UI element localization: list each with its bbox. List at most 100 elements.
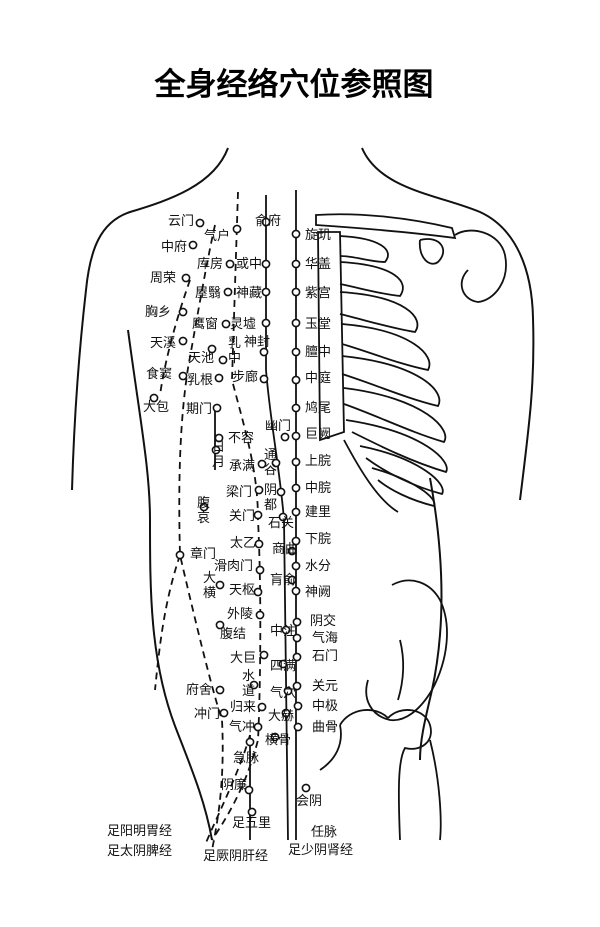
legend-stomach: 足阳明胃经	[107, 824, 172, 839]
acupoint-label-riyue: 日月	[212, 440, 225, 470]
acupoint-label-tianshu: 天枢	[229, 583, 255, 598]
acupoint-marker-riyue	[211, 445, 221, 455]
sacrum-curve	[397, 639, 405, 701]
left-flank-line	[127, 329, 213, 841]
acupoint-label-shencang: 神藏	[236, 286, 262, 301]
acupoint-marker-tianchi	[207, 344, 217, 354]
clavicle	[315, 213, 457, 240]
acupoint-label-liangmen: 梁门	[226, 485, 252, 500]
gallbladder-side-line	[154, 279, 191, 691]
acupoint-marker-guanyuan	[292, 681, 302, 691]
acupoint-marker-shidou	[178, 371, 188, 381]
acupoint-marker-zhangmen	[175, 550, 185, 560]
acupoint-label-zhongwan: 中脘	[305, 481, 331, 496]
femur-head	[387, 709, 432, 841]
left-neck-shoulder-line	[71, 147, 229, 491]
acupoint-label-juque: 巨阙	[305, 427, 331, 442]
acupoint-label-huiyin: 会阴	[296, 794, 322, 809]
acupoint-marker-shenfeng	[259, 347, 269, 357]
acupoint-marker-bulang	[259, 374, 269, 384]
acupoint-marker-qihai	[292, 633, 302, 643]
acupoint-label-dabao: 大包	[143, 400, 169, 415]
body-outline	[71, 147, 535, 841]
acupoint-marker-jiuwei	[291, 403, 301, 413]
acupoint-label-qugu: 曲骨	[312, 720, 338, 735]
acupoint-marker-taiyi	[254, 539, 264, 549]
femur-shaft	[429, 739, 442, 841]
acupoint-marker-zhongji	[293, 701, 303, 711]
acupoint-marker-qihu	[232, 224, 242, 234]
acupoint-marker-rugen	[214, 373, 224, 383]
acupoint-marker-siman	[278, 659, 288, 669]
acupoint-label-lingxu: 灵墟	[230, 317, 256, 332]
acupoint-label-daju: 大巨	[230, 651, 256, 666]
acupoint-marker-yinjiao	[292, 617, 302, 627]
acupoint-label-shidou: 食窦	[146, 366, 172, 382]
acupoint-marker-daju	[259, 650, 269, 660]
acupoint-label-shangwan: 上脘	[305, 454, 331, 469]
acupoint-label-taiyi: 太乙	[230, 536, 256, 551]
acupoint-label-yingchuang: 鹰窗	[192, 316, 218, 332]
meridian-legend: 足阳明胃经 足太阴脾经 足厥阴肝经 任脉 足少阴肾经	[107, 824, 353, 864]
legend-conception: 任脉	[311, 825, 337, 840]
acupoint-marker-lingxu	[261, 318, 271, 328]
acupoint-marker-shencang	[261, 287, 271, 297]
acupoint-marker-shangwan	[291, 457, 301, 467]
acupoint-label-bulang: 步廊	[232, 369, 258, 385]
acupoint-marker-qichong	[253, 722, 263, 732]
acupoint-marker-fushe	[215, 685, 225, 695]
skeleton	[315, 213, 507, 841]
acupoint-label-chongmen: 冲门	[194, 707, 220, 722]
acupoint-label-huangshu: 肓俞	[270, 572, 296, 588]
acupoint-label-zhongting: 中庭	[305, 370, 331, 386]
acupoint-label-yunmen: 云门	[168, 214, 194, 229]
acupoint-marker-daheng	[215, 580, 225, 590]
acupoint-label-shenfeng: 神封	[244, 335, 270, 350]
acupoint-marker-huangshu	[287, 575, 297, 585]
acupoint-marker-yunmen	[195, 218, 205, 228]
acupoint-marker-huagai	[291, 259, 301, 269]
acupoint-label-rugen: 乳根	[187, 373, 213, 388]
hip-socket	[339, 709, 389, 726]
acupoint-label-guilai: 归来	[230, 700, 256, 715]
legend-kidney: 足少阴肾经	[288, 843, 353, 858]
shoulder-joint	[454, 229, 507, 303]
acupoint-marker-xuanji	[291, 229, 301, 239]
acupoint-marker-qimen	[212, 403, 222, 413]
acupoint-marker-guilai	[257, 702, 267, 712]
acupoint-label-jimai: 急脉	[233, 751, 259, 766]
acupoint-label-zhongzhu: 中注	[270, 624, 296, 639]
acupoint-marker-zhongzhu	[281, 625, 291, 635]
acupoint-label-qixue: 气穴	[270, 685, 296, 701]
acupoint-label-wailing: 外陵	[227, 607, 253, 622]
acupoint-marker-shenque	[291, 586, 301, 596]
acupoint-label-zhangmen: 章门	[190, 546, 216, 562]
acupoint-marker-chengman	[257, 459, 267, 469]
acupoint-label-qihu: 气户	[204, 228, 230, 244]
acupoint-label-siman: 四满	[270, 659, 296, 674]
acupoint-labels: 云门气户中府俞府旋玑库房或中华盖周荣屋翳神藏紫宫胸乡鹰窗灵墟玉堂天溪神封天池乳中…	[143, 213, 338, 831]
acupoint-marker-fuai	[199, 502, 209, 512]
acupoint-label-yinlian: 阴廉	[221, 777, 247, 793]
acupoint-label-kufang: 库房	[197, 256, 223, 272]
pelvis-ilium	[365, 579, 448, 722]
acupoint-marker-qugu	[293, 722, 303, 732]
acupoint-marker-tonggu	[271, 458, 281, 468]
acupoint-label-dahe: 大赫	[268, 709, 294, 724]
acupoint-label-fujie: 腹结	[220, 626, 246, 642]
scapula	[418, 238, 444, 265]
acupoint-marker-shangqu	[287, 546, 297, 556]
acupoint-label-shimen: 石门	[312, 649, 338, 664]
acupoint-marker-yinlian	[244, 785, 254, 795]
acupoint-marker-chongmen	[219, 708, 229, 718]
acupoint-marker-dabao	[149, 393, 159, 403]
pubic-bone	[319, 724, 342, 771]
acupoint-label-huaroumen: 滑肉门	[214, 559, 253, 574]
stomach-meridian-line	[211, 191, 262, 841]
acupoint-marker-fujie	[215, 620, 225, 630]
acupoint-label-qimen: 期门	[186, 402, 212, 417]
acupoint-marker-shuifen	[291, 561, 301, 571]
acupoint-marker-zhourong	[181, 273, 191, 283]
acupoint-label-daheng: 大横	[203, 571, 216, 601]
